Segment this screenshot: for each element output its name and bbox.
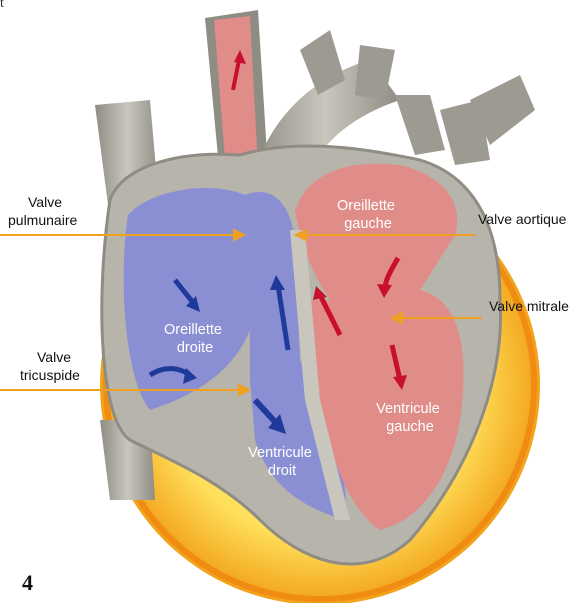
label-valve-pulmunaire: Valve pulmunaire [8,194,77,228]
label-valve-mitrale: Valve mitrale [489,298,569,314]
label-valve-tricuspide: Valve tricuspide [20,349,80,383]
page-number: 4 [22,570,33,596]
label-valve-aortique: Valve aortique [478,211,567,227]
